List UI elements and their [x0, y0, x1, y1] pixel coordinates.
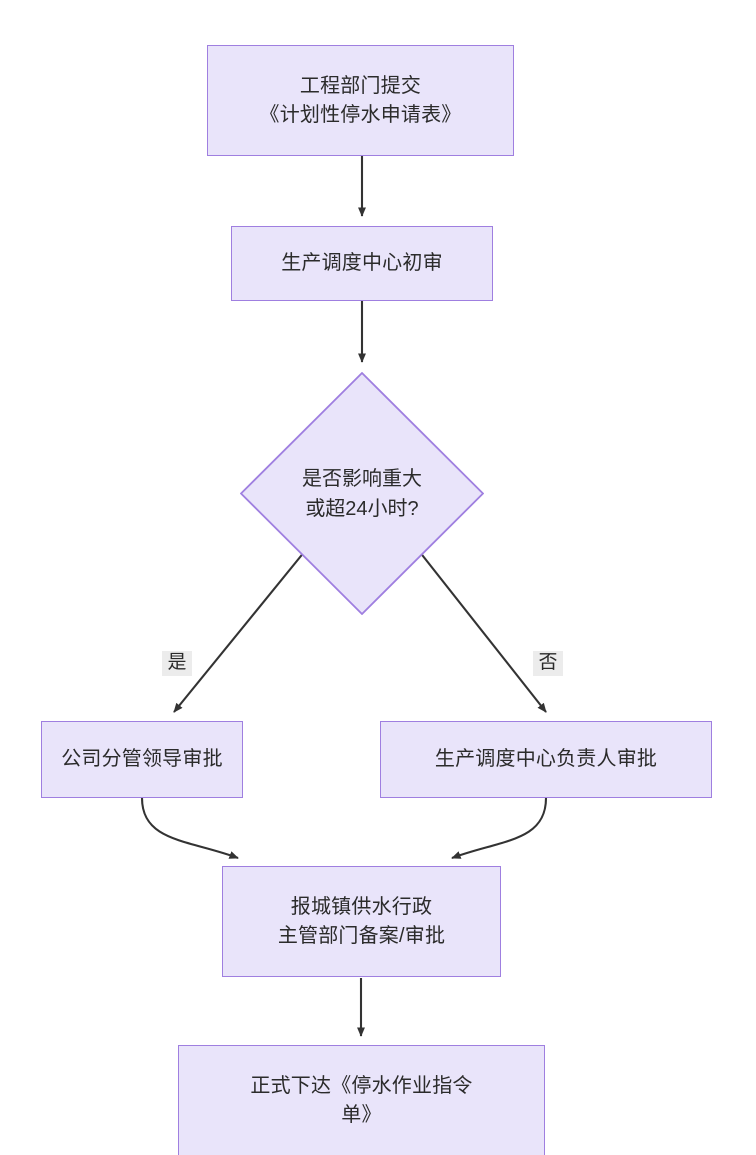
node-submit-application[interactable]: 工程部门提交 《计划性停水申请表》 — [207, 45, 514, 156]
edge-label-no: 否 — [533, 651, 563, 676]
diamond-shape — [240, 372, 484, 615]
node-center-head-approval[interactable]: 生产调度中心负责人审批 — [380, 721, 712, 798]
edge-center-head-approval-to-filing — [451, 797, 548, 859]
node-filing-to-authority[interactable]: 报城镇供水行政 主管部门备案/审批 — [222, 866, 501, 977]
node-leader-approval[interactable]: 公司分管领导审批 — [41, 721, 243, 798]
edge-label-yes: 是 — [162, 651, 192, 676]
node-initial-review[interactable]: 生产调度中心初审 — [231, 226, 493, 301]
node-decision-major-impact[interactable]: 是否影响重大 或超24小时? — [240, 372, 484, 615]
decision-label: 是否影响重大 或超24小时? — [302, 467, 422, 520]
edge-leader-approval-to-filing — [140, 797, 239, 859]
node-issue-shutdown-order[interactable]: 正式下达《停水作业指令 单》 — [178, 1045, 545, 1155]
